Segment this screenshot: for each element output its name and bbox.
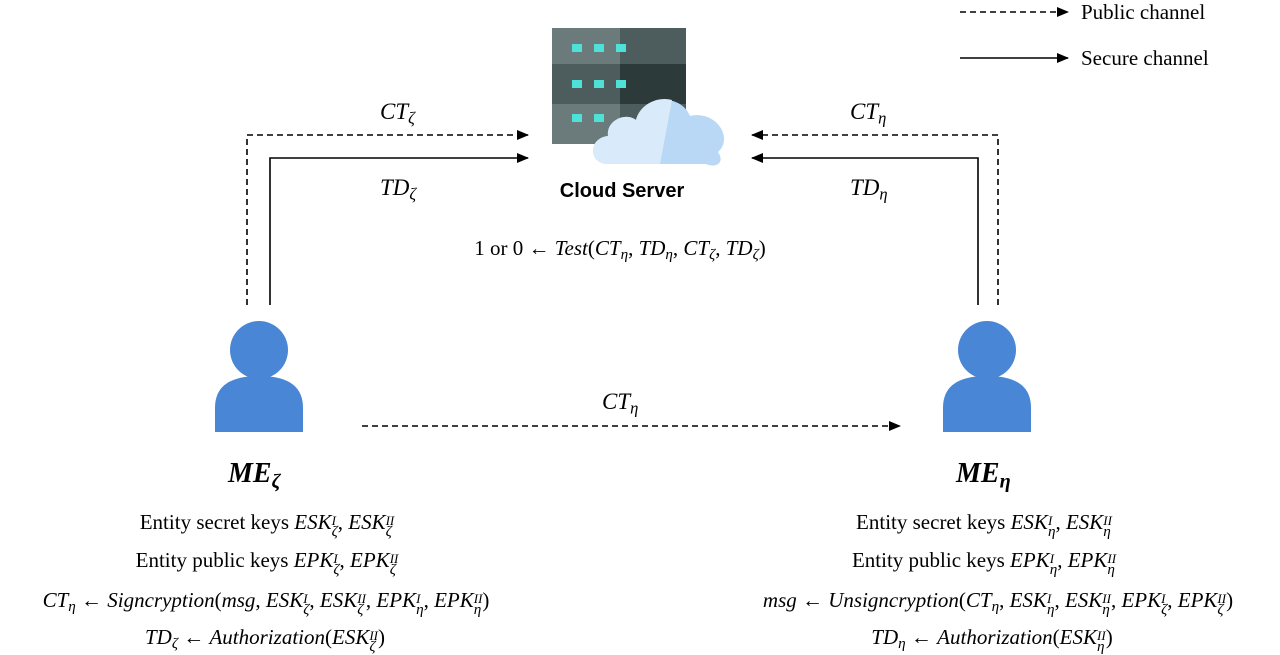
left-public-arrow — [246, 130, 529, 305]
middle-ct-label: CTη — [602, 389, 639, 418]
left-td-label: TDζ — [380, 175, 417, 204]
right-td-label: TDη — [850, 175, 888, 204]
left-ct-label: CTζ — [380, 99, 415, 128]
me-left-label: MEζ — [228, 458, 281, 493]
cloud-icon — [593, 98, 725, 166]
server-label: Cloud Server — [559, 180, 685, 202]
test-expression: 1 or 0 ← Test(CTη, TDη, CTζ, TDζ) — [474, 236, 766, 264]
person-icon — [943, 321, 1031, 432]
right-secure-arrow — [751, 153, 979, 305]
legend-public-label: Public channel — [1081, 0, 1206, 24]
right-ct-label: CTη — [850, 99, 887, 128]
me-right-label: MEη — [956, 458, 1011, 493]
right-public-arrow — [751, 130, 999, 305]
left-secure-arrow — [269, 153, 529, 305]
person-icon — [215, 321, 303, 432]
legend-secure-label: Secure channel — [1081, 46, 1209, 70]
